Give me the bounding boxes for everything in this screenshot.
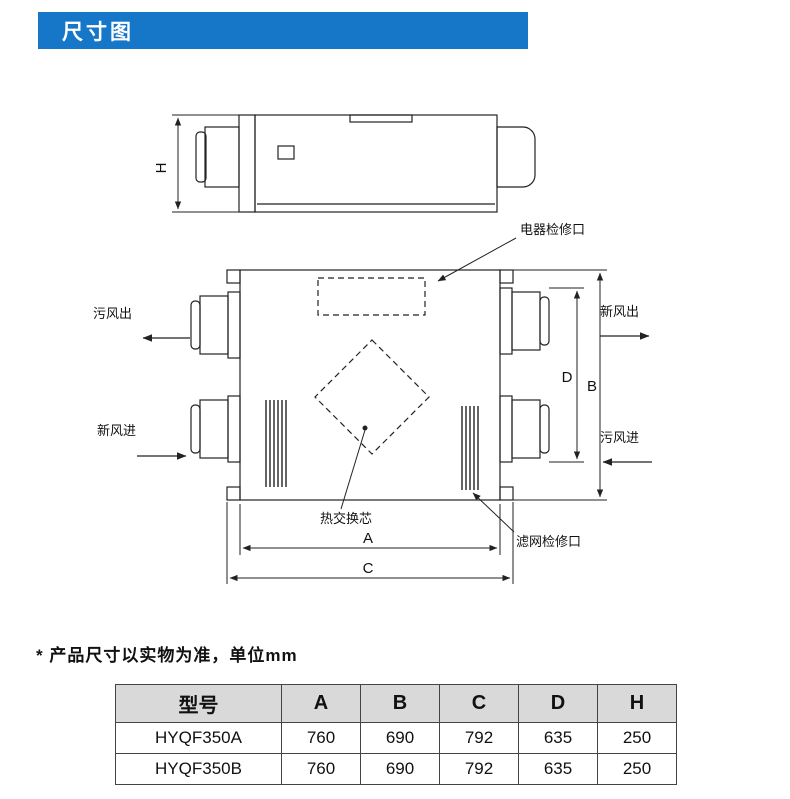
duct-left-bottom-cap	[190, 404, 201, 454]
duct-right-top	[511, 291, 541, 351]
cell-value-h: 250	[597, 753, 677, 785]
dim-label-a: A	[363, 530, 373, 547]
electric-access-panel	[317, 277, 426, 316]
col-header-a: A	[281, 684, 361, 723]
label-fresh-air-out: 新风出	[600, 304, 639, 319]
dim-label-d: D	[562, 369, 573, 386]
dim-d	[549, 287, 584, 463]
dim-a	[239, 504, 501, 555]
label-dirty-air-in: 污风进	[600, 430, 639, 445]
section-header: 尺寸图	[38, 12, 528, 49]
plan-view	[190, 269, 550, 501]
plan-body	[239, 269, 501, 501]
top-view-body	[254, 114, 498, 213]
top-view-left-duct-cap	[195, 131, 207, 183]
duct-right-top-cap	[539, 296, 550, 346]
top-view-right-duct	[496, 126, 536, 188]
note-text: * 产品尺寸以实物为准，单位mm	[36, 646, 298, 665]
dimension-table: 型号 A B C D H HYQF350A 760 690 792 635 25…	[115, 684, 677, 785]
filter-hatch-right	[461, 406, 479, 490]
table-header-row: 型号 A B C D H	[115, 684, 677, 723]
leader-electric-access	[437, 237, 517, 282]
top-view	[195, 114, 536, 213]
bracket-top-left	[226, 269, 241, 284]
duct-right-bottom-plate	[499, 395, 513, 463]
cell-value-d: 635	[518, 753, 598, 785]
table-row: HYQF350A 760 690 792 635 250	[115, 722, 677, 754]
leader-filter-access	[472, 492, 515, 533]
dim-h	[172, 114, 250, 213]
duct-right-bottom	[511, 399, 541, 459]
label-electric-access: 电器检修口	[520, 222, 585, 237]
cell-value-a: 760	[281, 753, 361, 785]
top-view-left-plate	[238, 114, 256, 213]
col-header-model: 型号	[115, 684, 282, 723]
label-dirty-air-out: 污风出	[93, 306, 132, 321]
duct-right-bottom-cap	[539, 404, 550, 454]
cell-value-c: 792	[439, 753, 519, 785]
label-filter-access: 滤网检修口	[516, 534, 581, 549]
cell-value-c: 792	[439, 722, 519, 754]
duct-left-top-cap	[190, 300, 201, 350]
top-view-vent-slot	[349, 114, 413, 123]
heat-core-diamond	[314, 339, 430, 455]
table-row: HYQF350B 760 690 792 635 250	[115, 753, 677, 785]
dim-c	[226, 502, 514, 584]
cell-model: HYQF350B	[115, 753, 282, 785]
cell-value-a: 760	[281, 722, 361, 754]
bracket-bottom-right	[499, 486, 514, 501]
col-header-c: C	[439, 684, 519, 723]
cell-value-d: 635	[518, 722, 598, 754]
duct-left-top-plate	[227, 291, 241, 359]
top-view-left-duct	[204, 126, 240, 188]
duct-left-bottom-plate	[227, 395, 241, 463]
dim-label-h: H	[153, 163, 170, 174]
dimension-diagram: H	[93, 114, 652, 584]
label-fresh-air-in: 新风进	[97, 423, 136, 438]
filter-hatch-left	[265, 400, 287, 487]
dim-label-b: B	[587, 378, 597, 395]
col-header-h: H	[597, 684, 677, 723]
top-view-detail-rect	[277, 145, 295, 160]
leader-heat-core	[340, 429, 366, 510]
col-header-b: B	[360, 684, 440, 723]
duct-left-top	[199, 295, 229, 355]
dim-label-c: C	[363, 560, 374, 577]
cell-model: HYQF350A	[115, 722, 282, 754]
heat-core-point	[362, 425, 368, 431]
duct-left-bottom	[199, 399, 229, 459]
cell-value-h: 250	[597, 722, 677, 754]
cell-value-b: 690	[360, 753, 440, 785]
section-title: 尺寸图	[62, 20, 134, 44]
bracket-top-right	[499, 269, 514, 284]
col-header-d: D	[518, 684, 598, 723]
cell-value-b: 690	[360, 722, 440, 754]
label-heat-core: 热交换芯	[320, 511, 372, 526]
dim-b	[503, 269, 607, 501]
bracket-bottom-left	[226, 486, 241, 501]
duct-right-top-plate	[499, 287, 513, 355]
